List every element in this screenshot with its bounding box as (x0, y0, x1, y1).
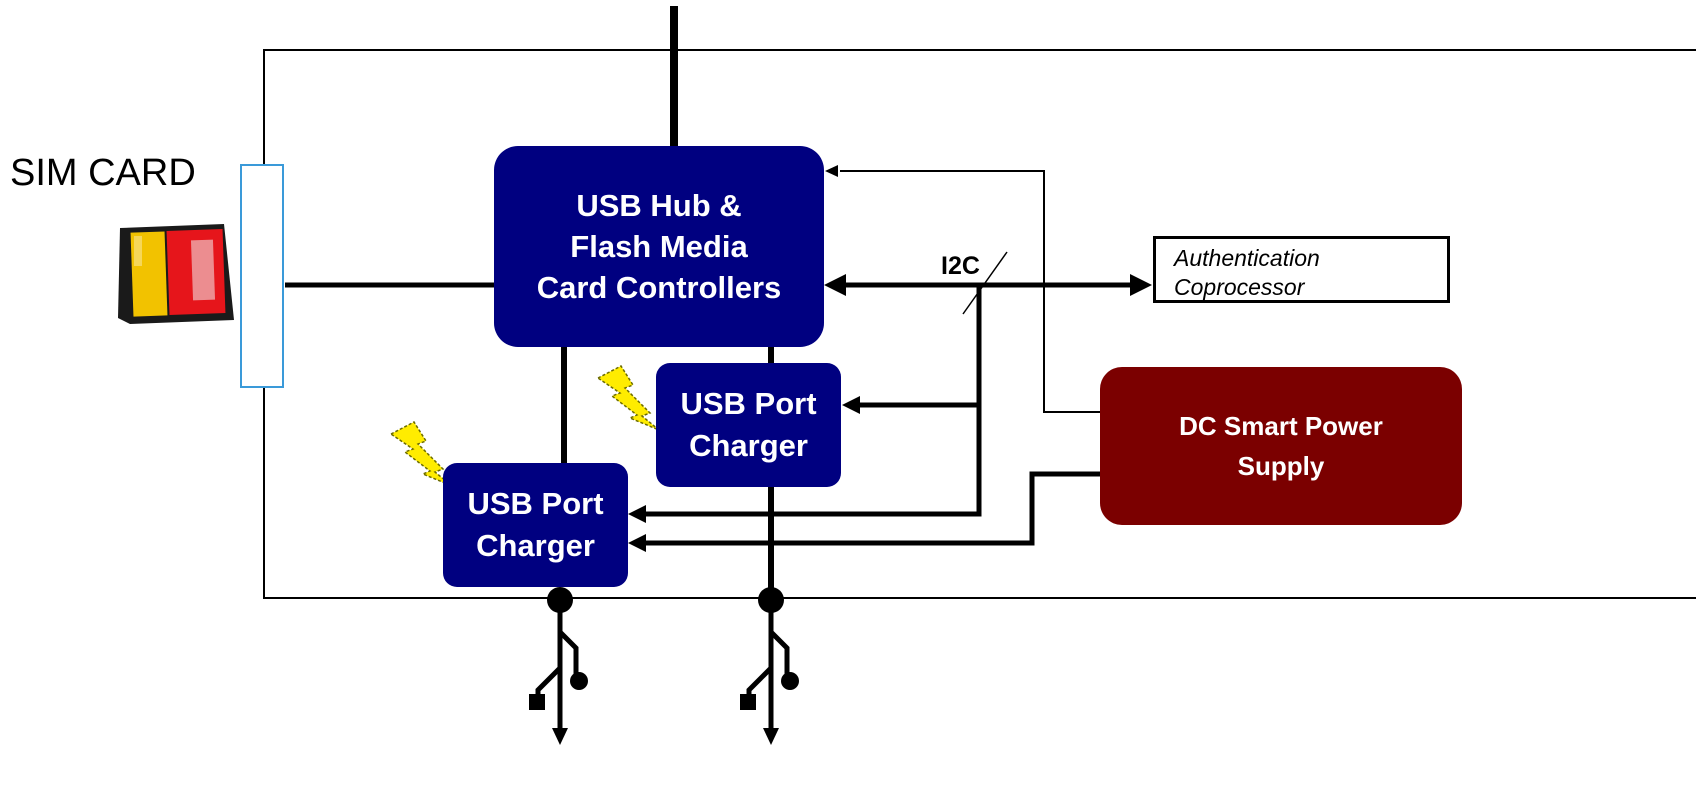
i2c-label: I2C (941, 252, 980, 281)
usb-port-charger-lower: USB Port Charger (443, 463, 628, 587)
charger-label-line1: USB Port (467, 483, 603, 525)
arrow-hub-power (825, 165, 838, 177)
i2c-arrow-right (1130, 274, 1152, 296)
sim-card-label: SIM CARD (10, 152, 196, 195)
dc-power-supply-block: DC Smart Power Supply (1100, 367, 1462, 525)
auth-label-line1: Authentication (1174, 244, 1447, 273)
authentication-coprocessor-box: Authentication Coprocessor (1153, 236, 1450, 303)
sd-card-icon (118, 224, 234, 324)
arrow-upper-charger (842, 396, 860, 414)
arrow-lower-charger-power (628, 534, 646, 552)
usb-symbol-icon (740, 587, 799, 745)
usb-port-charger-upper: USB Port Charger (656, 363, 841, 487)
arrow-lower-charger-i2c (628, 505, 646, 523)
usb-hub-block: USB Hub & Flash Media Card Controllers (494, 146, 824, 347)
sim-card-slot (241, 165, 283, 387)
lightning-bolt-icon (598, 366, 659, 430)
usb-symbol-icon (529, 587, 588, 745)
i2c-arrow-left (824, 274, 846, 296)
power-label-line1: DC Smart Power (1179, 406, 1383, 446)
charger-label-line2: Charger (476, 525, 595, 567)
hub-label-line1: USB Hub & (576, 185, 741, 226)
hub-label-line3: Card Controllers (537, 267, 782, 308)
power-to-hub-line (840, 171, 1100, 412)
charger-label-line1: USB Port (680, 383, 816, 425)
auth-label-line2: Coprocessor (1174, 273, 1447, 302)
hub-label-line2: Flash Media (570, 226, 747, 267)
power-label-line2: Supply (1238, 446, 1325, 486)
charger-label-line2: Charger (689, 425, 808, 467)
